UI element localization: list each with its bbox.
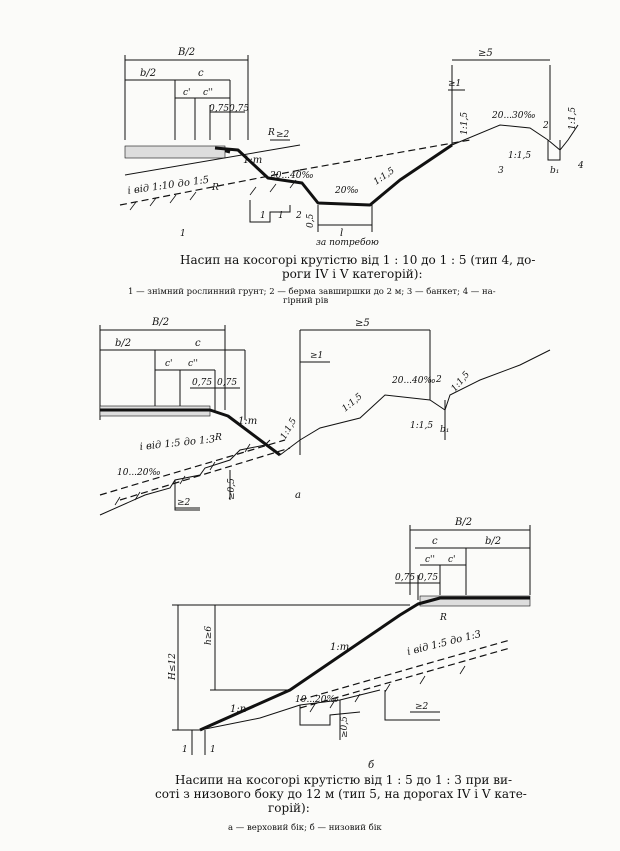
label-slope-1-15b: 1:1,5 [460,112,470,135]
fig3-embankment-profile [199,596,530,732]
fig2-ground-line-2 [119,447,291,501]
dim-B2: B/2 [177,47,195,58]
figure-1-embankment-type4: B/2 b/2 c c' c'' 0,75 0,75 [119,47,584,306]
fig3-dim-ge05: ≥0,5 [340,716,350,738]
label-num-4: 4 [577,161,584,171]
dim-b2: b/2 [140,68,156,79]
fig2-embankment-profile [100,408,281,457]
dim-ge2: ≥2 [276,130,290,140]
dim-075a: 0,75 [209,104,229,114]
label-R1: R [267,128,275,138]
fig2-dim-ge5: ≥5 [355,318,370,329]
fig3-label-1a: 1 [182,745,188,755]
fig3-dim-b2: b/2 [485,536,501,547]
label-R2: R [211,183,219,193]
legend-1-line2: гірний рів [283,296,328,306]
fig2-dim-ge1: ≥1 [310,351,323,361]
caption-3-line1: Насипи на косогорі крутістю від 1 : 5 до… [175,773,512,787]
label-h2: 2 [542,121,549,131]
fig3-letter-b: б [368,760,375,771]
ground-line-1 [119,169,301,206]
legend-3: а — верховий бік; б — низовий бік [228,822,382,833]
legend-1-line1: 1 — знімний рослинний грунт; 2 — берма з… [128,286,496,297]
embankment-profile [214,143,453,207]
fig2-dim-ge05: ≥0,5 [227,478,237,500]
fig2-dim-c1: c' [165,359,173,369]
fig2-dim-B2: B/2 [151,317,169,328]
dim-ge5: ≥5 [478,48,493,59]
label-slope-m: 1:m [243,155,262,166]
fig2-label-s15c: 1:1,5 [410,421,433,431]
caption-1-line2: роги IV і V категорій): [282,267,423,281]
fig2-dim-c: c [195,338,201,349]
label-dim-1a: 1 [260,211,266,221]
fig2-ground-line-1 [99,439,286,496]
fig3-label-slope-n: 1:n [230,704,246,715]
fig2-dim-075b: 0,75 [217,378,237,388]
label-slope-20-40: 20...40‰ [269,171,314,181]
label-ground-slope: i від 1:10 до 1:5 [127,175,210,197]
fig3-label-ground: i від 1:5 до 1:3 [406,629,482,658]
fig3-dim-075a: 0,75 [395,573,415,583]
fig2-label-R: R [214,433,222,443]
dim-c: c [198,68,204,79]
figure-2-upper-side: B/2 b/2 c c' c'' 0,75 0,75 ≥5 ≥1 [99,317,551,516]
fig3-dim-h: h≥6 [204,626,214,645]
fig2-dim-b1: b₁ [440,425,449,435]
label-num-1: 1 [180,229,186,239]
fig3-label-1b: 1 [210,745,216,755]
fig2-label-slope-m: 1:m [238,416,257,427]
caption-1-line1: Насип на косогорі крутістю від 1 : 10 до… [180,253,535,267]
fig3-label-slope-m: 1:m [330,642,349,653]
fig2-dim-b2: b/2 [115,338,131,349]
label-dim-05: 0,5 [306,213,316,228]
dim-075b: 0,75 [229,104,249,114]
label-b1: b₁ [550,166,559,176]
fig2-label-s15a: 1:1,5 [279,416,299,441]
pavement-layer [124,145,226,159]
label-as-needed: за потребою [316,237,379,248]
fig2-dim-ge2: ≥2 [177,498,191,508]
fig2-dim-c2: c'' [188,359,198,369]
fig3-dim-c: c [432,536,438,547]
fig2-label-ground: i від 1:5 до 1:3 [139,434,216,453]
fig3-dim-B2: B/2 [454,517,472,528]
label-dim-1b: 1 [278,211,284,221]
caption-3-line2: соті з низового боку до 12 м (тип 5, на … [155,787,527,801]
fig2-label-s15d: 1:1,5 [450,370,473,394]
fig3-dim-c1: c'' [425,555,435,565]
fig2-dim-h2: 2 [435,375,442,385]
label-slope-20: 20‰ [334,186,359,196]
label-slope-1-15c: 1:1,5 [508,151,531,161]
ground-line-2 [299,139,471,171]
fig3-label-R: R [439,613,447,623]
fig3-label-slope-10-20: 10...20‰ [295,695,339,705]
caption-3-line3: горій): [268,801,310,815]
dim-c1: c' [183,88,191,98]
figure-3-lower-side: B/2 c b/2 c'' c' 0,75 0,75 ≥2 ≥0,5 H≤1 [155,517,531,833]
dim-ge1: ≥1 [448,79,461,89]
fig3-dim-075b: 0,75 [418,573,438,583]
fig3-dim-H: H≤12 [168,653,178,681]
fig2-label-slope-10-20: 10...20‰ [117,468,161,478]
fig3-ground-line-2 [299,647,511,709]
label-slope-20-30: 20...30‰ [491,111,536,121]
label-l: l [340,228,343,239]
fig2-label-slope-20-40: 20...40‰ [391,376,436,386]
fig3-dim-ge2: ≥2 [415,702,429,712]
fig3-dim-c2: c' [448,555,456,565]
fig2-label-s15b: 1:1,5 [341,392,365,415]
label-num-2: 2 [295,211,302,221]
label-num-3: 3 [498,166,504,176]
label-slope-1-15d: 1:1,5 [568,107,578,130]
dim-c2: c'' [203,88,213,98]
fig3-ground-line-1 [299,639,511,701]
fig2-letter-a: a [295,490,301,501]
fig2-dim-075a: 0,75 [192,378,212,388]
